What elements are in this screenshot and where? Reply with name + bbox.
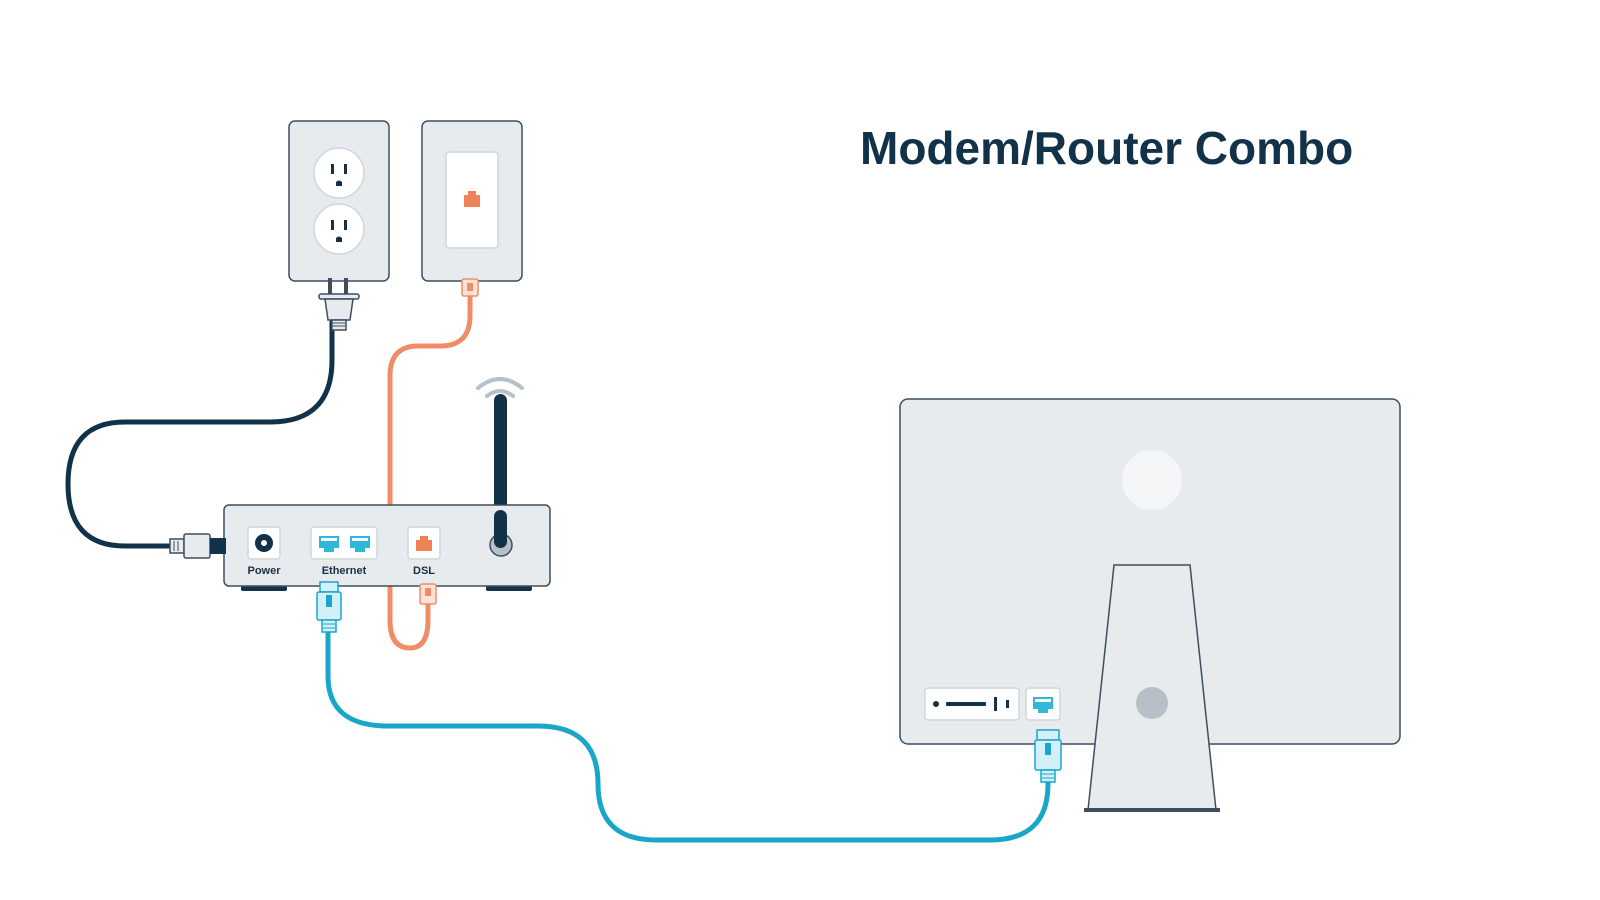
dsl-cable [387,293,473,651]
ethernet-connector-router [316,581,342,633]
power-port-label: Power [247,565,281,577]
dsl-port-label: DSL [413,565,435,577]
monitor-ethernet-port [1025,687,1061,721]
monitor-port-panel [924,687,1020,721]
power-port [247,526,281,560]
dsl-connector-router [419,583,437,605]
ethernet-port-icon [319,536,339,552]
ethernet-cable [325,629,1051,843]
wall-phone-jack [421,120,523,282]
wifi-signal-icon [476,377,524,398]
power-plug-icon [318,278,360,331]
wall-power-outlet [288,120,390,282]
modem-router: Power Ethernet DSL [223,504,551,591]
diagram-title: Modem/Router Combo [860,122,1354,174]
power-cable [65,319,335,549]
computer-monitor-back-icon [899,398,1401,812]
ethernet-ports [310,526,378,560]
ethernet-port-label: Ethernet [322,565,367,577]
dsl-connector-wall [461,278,479,297]
ethernet-connector-computer [1034,729,1062,783]
phone-jack-icon [464,191,480,207]
power-outlet-icon [313,147,365,255]
ethernet-port-icon [350,536,370,552]
dsl-port [407,526,441,560]
power-cable-connector [169,533,226,559]
